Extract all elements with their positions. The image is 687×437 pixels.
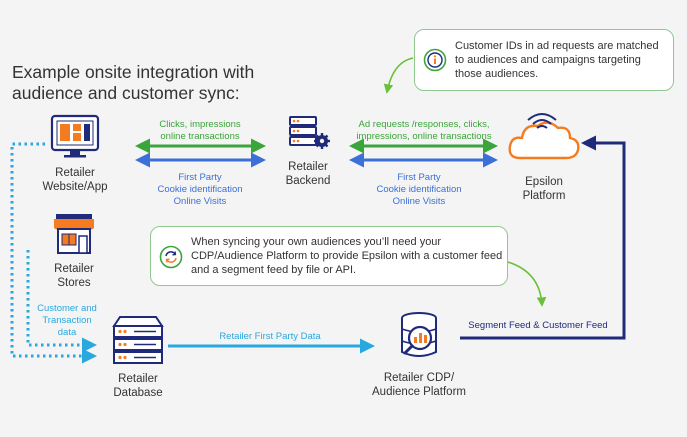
edge-label-website-backend-bottom: First Party Cookie identification Online… [157,172,243,207]
page-title: Example onsite integration with audience… [12,62,255,103]
callout-top-text: Customer IDs in ad requests are matched … [455,40,659,80]
callout-middle-text: When syncing your own audiences you’ll n… [191,236,503,276]
node-backend-label: Retailer Backend [285,161,331,187]
edge-label-backend-epsilon-top: Ad requests /responses, clicks, impressi… [356,119,492,142]
callout-top: Customer IDs in ad requests are matched … [414,29,674,91]
edge-label-website-backend-top: Clicks, impressions online transactions [159,119,241,142]
node-epsilon-label: Epsilon Platform [522,176,566,202]
callout-middle: When syncing your own audiences you’ll n… [150,226,508,286]
edge-stores-database-dotted [26,250,97,353]
sync-icon [159,245,183,269]
edge-website-database-dotted [10,142,97,364]
node-website-label: Retailer Website/App [42,167,108,193]
node-stores-label: Retailer Stores [54,263,94,289]
edge-label-stores-database: Customer and Transaction data [37,303,97,338]
callout-middle-arrow [507,261,547,307]
info-icon [423,48,447,72]
edge-label-database-cdp: Retailer First Party Data [219,331,321,342]
node-cdp-label: Retailer CDP/ Audience Platform [372,372,466,398]
callout-top-arrow [383,57,414,94]
edge-cdp-epsilon [460,135,626,340]
edge-label-backend-epsilon-bottom: First Party Cookie identification Online… [376,172,462,207]
node-database-label: Retailer Database [113,373,163,399]
edge-label-cdp-epsilon: Segment Feed & Customer Feed [468,320,608,331]
